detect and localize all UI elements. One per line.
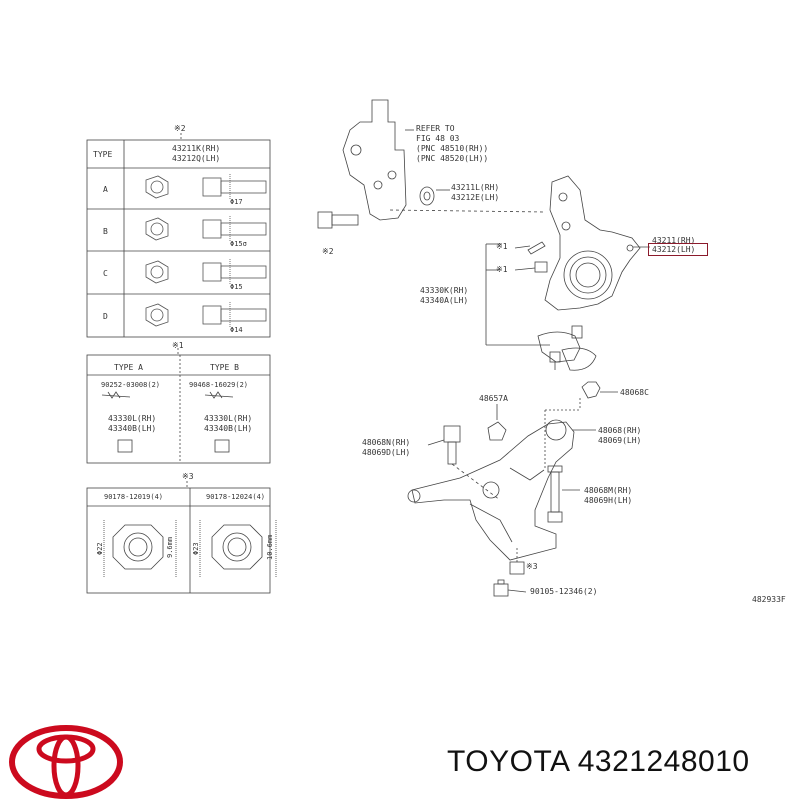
label-48069h: 48069H(LH) (584, 496, 633, 505)
table2-type-b-lh: 43340B(LH) (204, 424, 253, 433)
table2-type-a-title: TYPE A (114, 363, 143, 372)
brand-title: TOYOTA 4321248010 (447, 745, 750, 778)
t3-d2-right: 10.6mm (266, 535, 274, 560)
table1-header-part-rh: 43211K(RH) (172, 144, 221, 153)
t3-d1-left: Φ22 (96, 542, 104, 555)
label-48068n: 48068N(RH) (362, 438, 411, 447)
label-43211: 43211(RH) (652, 236, 696, 245)
table1-row-d-dim: Φ14 (230, 326, 243, 334)
table2-type-b-part: 90468-16029(2) (189, 381, 249, 389)
table1-row-b-dim: Φ15σ (230, 240, 247, 248)
table3-col1-part: 90178-12019(4) (104, 493, 164, 501)
label-star1-a: ※1 (496, 242, 508, 251)
label-48068: 48068(RH) (598, 426, 642, 435)
label-48068c: 48068C (620, 388, 649, 397)
table2-type-b-rh: 43330L(RH) (204, 414, 253, 423)
table2-type-a-rh: 43330L(RH) (108, 414, 157, 423)
label-43211l: 43211L(RH) (451, 183, 500, 192)
label-43212e: 43212E(LH) (451, 193, 500, 202)
label-star1-b: ※1 (496, 265, 508, 274)
table1-header-type-label: TYPE (93, 150, 113, 159)
table2-type-a-part: 90252-03008(2) (101, 381, 161, 389)
table2-type-a-lh: 43340B(LH) (108, 424, 157, 433)
t3-d1-right: Φ23 (192, 542, 200, 555)
table1-row-c-dim: Φ15 (230, 283, 243, 291)
label-90105: 90105-12346(2) (530, 587, 598, 596)
label-star3-nut: ※3 (526, 562, 538, 571)
table1-header-part-lh: 43212Q(LH) (172, 154, 221, 163)
label-star2-bolt: ※2 (322, 247, 334, 256)
table1-row-a-type: A (103, 185, 108, 194)
t3-d2-left: 9.6mm (166, 537, 174, 558)
table3-col2-part: 90178-12024(4) (206, 493, 266, 501)
label-48069: 48069(LH) (598, 436, 642, 445)
highlight-box (648, 243, 708, 256)
label-48068m: 48068M(RH) (584, 486, 633, 495)
refer-line-3: (PNC 48510(RH)) (416, 144, 489, 153)
table1-row-c-type: C (103, 269, 108, 278)
table1-row-b-type: B (103, 227, 108, 236)
label-48657a: 48657A (479, 394, 508, 403)
table3-ref: ※3 (182, 472, 194, 481)
refer-line-1: REFER TO (416, 124, 455, 133)
refer-line-2: FIG 48 03 (416, 134, 460, 143)
figure-code: 482933F (752, 595, 786, 604)
refer-line-4: (PNC 48520(LH)) (416, 154, 489, 163)
table1-row-d-type: D (103, 312, 108, 321)
table1-row-a-dim: Φ17 (230, 198, 243, 206)
toyota-logo-icon (9, 725, 123, 799)
label-43212: 43212(LH) (652, 245, 696, 254)
label-43330k: 43330K(RH) (420, 286, 469, 295)
table2-ref: ※1 (172, 341, 184, 350)
table2-type-b-title: TYPE B (210, 363, 239, 372)
label-43340a: 43340A(LH) (420, 296, 469, 305)
label-48069d: 48069D(LH) (362, 448, 411, 457)
table1-ref: ※2 (174, 124, 186, 133)
